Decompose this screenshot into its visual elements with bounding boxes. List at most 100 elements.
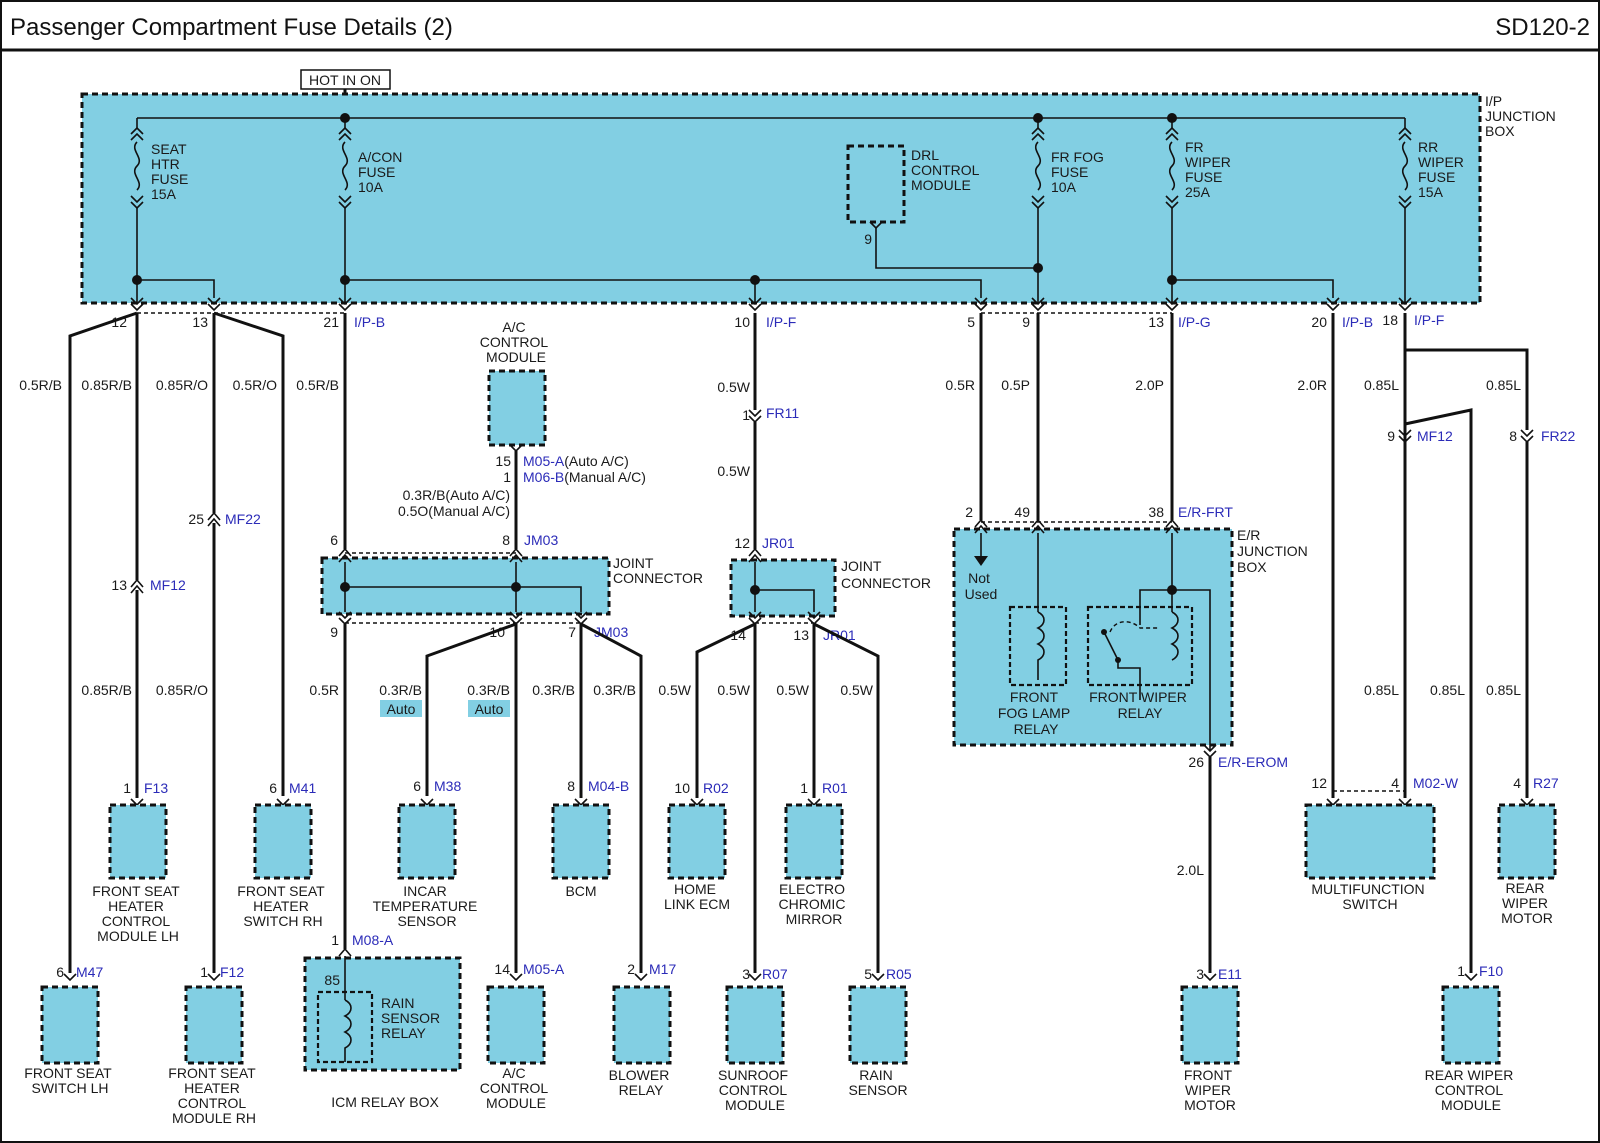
wire-label: 0.5W [717,379,750,395]
mf22-pin: 25 [188,511,204,527]
ip-pin-18: 18 [1382,312,1398,328]
r05-pin-arrow [871,973,885,982]
r05-label: RAIN SENSOR [848,1067,907,1098]
ac-conn-auto: M05-A(Auto A/C) [523,453,629,469]
wire-label: 0.5R/B [296,377,339,393]
m47-pin-arrow [63,973,77,982]
fr-wiper-branch [1172,279,1334,298]
r02-pin: 10 [674,780,690,796]
er-junction-box [952,527,1234,747]
rear-wiper-motor [1497,803,1557,880]
e11-pin: 3 [1196,966,1204,982]
f10-pin: 1 [1457,963,1465,979]
rain-relay-coil-icon [343,999,352,1062]
incar-temperature-sensor [397,803,457,880]
fr22-arrow [1520,429,1534,444]
acon-branch [345,279,982,298]
splice-dot [750,585,760,595]
joint-connector-jr01 [729,558,837,618]
jr01-name-in: JR01 [762,535,795,551]
auto-tag: Auto [475,701,504,717]
r01-label: ELECTRO CHROMIC MIRROR [779,881,850,927]
fuse-label-fr-fog: FR FOG FUSE 10A [1051,149,1108,195]
m17-pin: 2 [627,961,635,977]
page-title: Passenger Compartment Fuse Details (2) [10,14,453,41]
splice-dot [511,582,521,592]
f12-pin: 1 [200,964,208,980]
auto-tag: Auto [387,701,416,717]
m41-label: FRONT SEAT HEATER SWITCH RH [237,883,328,929]
mf12-arrow [130,578,144,594]
r07-label: SUNROOF CONTROL MODULE [718,1067,792,1113]
er-frt-arrows [974,518,1179,534]
jm03-pin-8: 8 [502,532,510,548]
m08a-conn: M08-A [352,932,394,948]
m05a-conn: M05-A [523,961,565,977]
r01-pin: 1 [800,780,808,796]
fr22-name: FR22 [1541,428,1575,444]
sunroof-control-module [725,985,785,1065]
f13-label: FRONT SEAT HEATER CONTROL MODULE LH [92,883,183,944]
m17-pin-arrow [634,973,648,982]
joint-connector-jm03 [320,556,611,616]
r05-conn: R05 [886,966,912,982]
fuse-label-acon: A/CON FUSE 10A [358,149,406,195]
fuse-rr-wiper [1398,118,1412,303]
rain-sensor-relay-box [316,990,374,1064]
jm03-pin-6: 6 [330,532,338,548]
ip-pin-5: 5 [967,314,975,330]
m05a-pin-arrow [509,973,523,982]
fr11-name: FR11 [766,405,799,421]
wire-label: 0.85L [1486,682,1521,698]
wire-label: 0.5R/B [19,377,62,393]
icm-relay-box-label: ICM RELAY BOX [331,1094,439,1110]
m05a-pin: 14 [494,961,510,977]
wire-label: 0.85R/O [156,682,208,698]
mf12b-pin: 9 [1387,428,1395,444]
rain-sensor [848,985,908,1065]
auto-tag-bg [468,700,510,717]
ip-junction-box [80,92,1482,305]
diagram-code: SD120-2 [1495,14,1590,41]
jr01-pin-12: 12 [734,535,750,551]
wire-label: 0.5R [945,377,975,393]
wire-label: 0.5R/O [233,377,277,393]
fuse-acon [338,118,352,280]
m17-label: BLOWER RELAY [609,1067,674,1098]
f12-conn: F12 [220,964,244,980]
f12-label: FRONT SEAT HEATER CONTROL MODULE RH [168,1065,259,1126]
fr11-arrow [748,409,762,424]
wire-label: 0.3R/B [467,682,510,698]
wire-label: 2.0L [1177,862,1204,878]
conn-ipf-2: I/P-F [1414,312,1444,328]
fuse-seat-htr [130,118,144,280]
not-used-label: Not Used [965,570,998,602]
wiper-relay-label: FRONT WIPER RELAY [1089,689,1191,721]
er-frt-name: E/R-FRT [1178,504,1233,520]
r27-conn: R27 [1533,775,1559,791]
wire-seat-rh-switch [213,311,285,796]
splice-dot [340,582,350,592]
r27-label: REAR WIPER MOTOR [1501,880,1553,926]
m02w-label: MULTIFUNCTION SWITCH [1311,881,1428,912]
conn-ipb-2: I/P-B [1342,314,1373,330]
drl-pin: 9 [864,231,872,247]
electro-chromic-mirror [784,803,844,880]
auto-tag-bg [380,700,422,717]
r07-pin-arrow [748,973,762,982]
r27-pin: 4 [1513,775,1521,791]
bcm [551,803,611,880]
jr01-pin-13: 13 [793,627,809,643]
wire-label: 0.5W [658,682,691,698]
jm03-name-in: JM03 [524,532,558,548]
wire-label: 0.5W [717,682,750,698]
fuse-label-seat-htr: SEAT HTR FUSE 15A [151,141,192,202]
wiper-relay-coil-icon [1170,611,1179,661]
icm-relay-box [303,956,462,1072]
f10-conn: F10 [1479,963,1503,979]
jm03-pin-9: 9 [330,624,338,640]
jm03-internal [345,586,582,612]
drl-module-box [846,144,906,224]
m47-label: FRONT SEAT SWITCH LH [24,1065,115,1096]
